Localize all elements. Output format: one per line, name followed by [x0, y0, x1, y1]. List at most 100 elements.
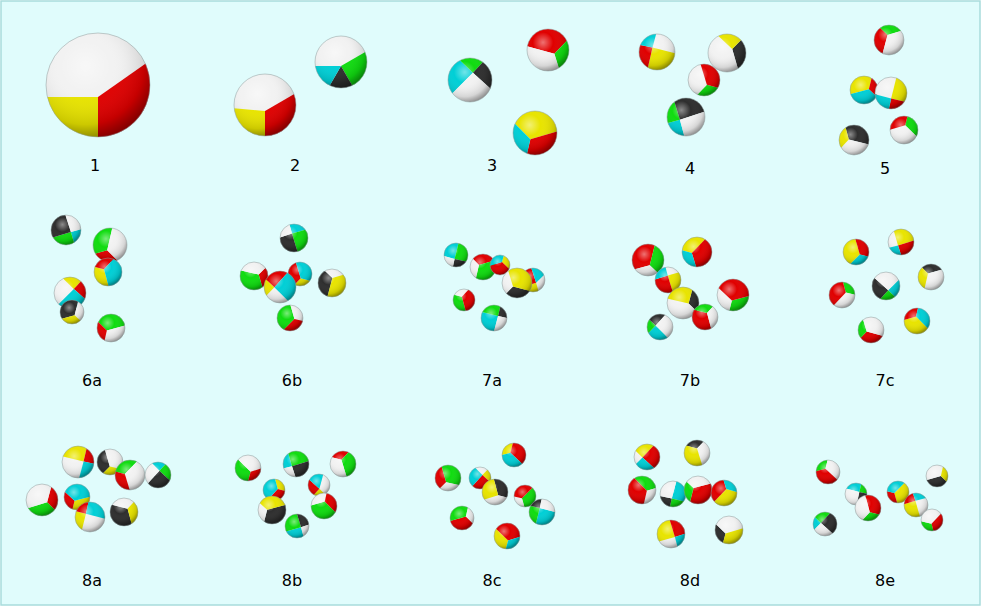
panel-number: 6b [282, 371, 302, 390]
panel-number: 2 [290, 156, 300, 175]
sphere [0, 0, 253, 253]
sphere-sector [0, 455, 60, 517]
sphere-shading [684, 476, 712, 504]
sphere [617, 287, 694, 365]
sphere-shading [682, 237, 712, 267]
sphere-shading [51, 215, 81, 245]
sphere [831, 473, 909, 551]
sphere-shading [874, 25, 904, 55]
sphere-shading [258, 496, 286, 524]
sphere-shading [264, 271, 296, 303]
panel-number: 7a [482, 371, 502, 390]
panel-number: 8c [483, 571, 502, 590]
sphere-shading [717, 279, 749, 311]
panel-number: 8a [82, 571, 102, 590]
panel-number: 8d [680, 571, 700, 590]
sphere-shading [843, 239, 869, 265]
sphere-shading [283, 451, 309, 477]
sphere-sector [86, 499, 139, 551]
panel-number: 8e [875, 571, 895, 590]
sphere-shading [628, 476, 656, 504]
sphere [489, 465, 555, 531]
sphere-shading [513, 111, 557, 155]
sphere [39, 279, 111, 351]
sphere [86, 467, 170, 551]
sphere [492, 0, 617, 117]
sphere-shading [277, 305, 303, 331]
sphere-shading [813, 512, 837, 536]
sphere [256, 280, 334, 358]
sphere-shading [711, 480, 737, 506]
sphere [500, 247, 572, 319]
sphere [879, 465, 951, 537]
sphere [450, 442, 515, 508]
sphere-shading [285, 514, 309, 538]
sphere-shading [921, 509, 943, 531]
sphere-shading [62, 446, 94, 478]
sphere-shading [93, 228, 127, 262]
sphere [217, 233, 301, 317]
sphere-shading [708, 34, 746, 72]
sphere [668, 274, 746, 352]
sphere-shading [527, 29, 569, 71]
sphere-shading [280, 224, 308, 252]
sphere-shading [904, 308, 930, 334]
sphere-shading [75, 502, 105, 532]
sphere-shading [315, 36, 367, 88]
sphere-shading [94, 258, 122, 286]
sphere [889, 235, 967, 313]
sphere [843, 0, 933, 80]
sphere [684, 492, 768, 575]
sphere-shading [234, 74, 296, 136]
sphere-shading [444, 243, 468, 267]
sphere-shading [453, 289, 475, 311]
sphere [861, 460, 927, 526]
sphere [623, 63, 737, 177]
sphere-shading [872, 272, 900, 300]
sphere-shading [667, 98, 705, 136]
sphere [36, 462, 114, 540]
sphere-shading [529, 499, 555, 525]
panel-number: 3 [487, 156, 497, 175]
panel-number: 5 [880, 159, 890, 178]
sphere [676, 0, 789, 106]
sphere [684, 253, 780, 348]
sphere-shading [839, 125, 869, 155]
sphere [877, 278, 955, 356]
sphere-shading [888, 229, 914, 255]
sphere-shading [858, 317, 884, 343]
sphere [804, 95, 893, 185]
sphere [469, 502, 547, 579]
sphere-shading [110, 498, 138, 526]
sphere-shading [145, 462, 171, 488]
sphere [459, 277, 537, 355]
sphere-shading [926, 465, 948, 487]
sphere-shading [850, 76, 878, 104]
sphere-shading [450, 506, 474, 530]
sphere-shading [482, 479, 508, 505]
sphere [227, 240, 322, 335]
sphere [658, 410, 735, 488]
sphere-shading [639, 34, 675, 70]
sphere-shading [115, 460, 145, 490]
sphere-shading [855, 495, 881, 521]
sphere [468, 241, 557, 331]
sphere-shading [481, 305, 507, 331]
sphere [430, 481, 502, 553]
sphere-sector [500, 241, 558, 298]
sphere [605, 449, 689, 533]
sphere-shading [684, 440, 710, 466]
sphere [464, 73, 596, 204]
sphere-shading [890, 116, 918, 144]
sphere-shading [875, 77, 907, 109]
sphere-shading [657, 520, 685, 548]
sphere-shading [715, 516, 743, 544]
sphere-shading [692, 304, 718, 330]
sphere-shading [311, 493, 337, 519]
sphere-shading [308, 474, 330, 496]
sphere [291, 236, 375, 319]
panel-number: 6a [82, 371, 102, 390]
sphere [785, 487, 857, 558]
sphere-sector [668, 303, 717, 351]
sphere-shading [829, 282, 855, 308]
